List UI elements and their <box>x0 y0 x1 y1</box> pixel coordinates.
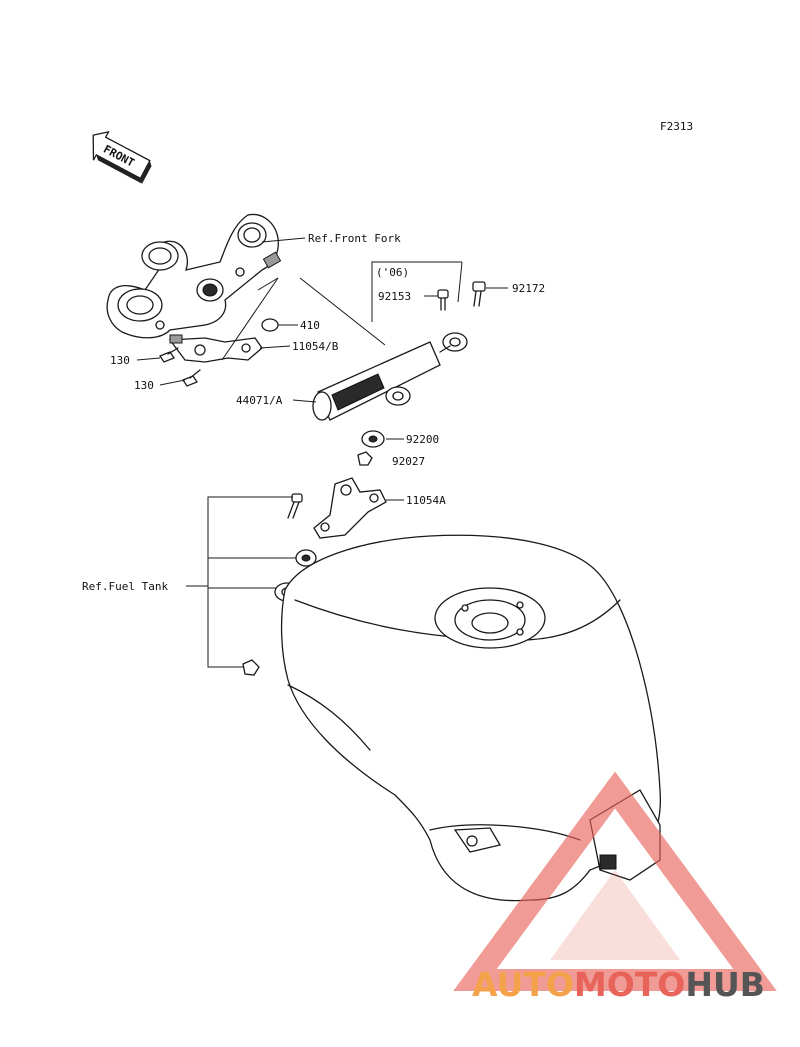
label-410: 410 <box>300 319 320 332</box>
label-92153: 92153 <box>378 290 411 303</box>
figure-code: F2313 <box>660 120 693 133</box>
watermark-part-auto: AUTO <box>472 965 574 1004</box>
watermark-part-hub: HUB <box>685 965 765 1004</box>
label-92172: 92172 <box>512 282 545 295</box>
label-ref-fuel-tank: Ref.Fuel Tank <box>82 580 168 593</box>
fuel-tank-bolt <box>287 493 303 519</box>
label-ref-front-fork: Ref.Front Fork <box>308 232 401 245</box>
bolt-92172 <box>472 281 486 307</box>
bolt-130-lower <box>182 369 201 387</box>
tank-mount-nut <box>242 659 260 676</box>
bracket-11054b <box>168 334 263 363</box>
front-direction-arrow: FRONT <box>92 130 152 184</box>
watermark-logo <box>453 771 777 991</box>
watermark-text: AUTOMOTOHUB <box>472 965 765 1004</box>
washer-410 <box>261 318 279 332</box>
label-11054a: 11054A <box>406 494 446 507</box>
label-44071a: 44071/A <box>236 394 283 407</box>
label-11054b: 11054/B <box>292 340 339 353</box>
nut-92027 <box>357 451 373 466</box>
label-130-upper: 130 <box>110 354 130 367</box>
bracket-11054a <box>313 477 387 539</box>
upper-triple-clamp <box>106 213 282 339</box>
label-92027: 92027 <box>392 455 425 468</box>
label-year-note: ('06) <box>376 266 409 279</box>
fuel-tank <box>280 534 661 902</box>
label-130-lower: 130 <box>134 379 154 392</box>
watermark-part-moto: MOTO <box>574 965 685 1004</box>
steering-damper-44071a <box>312 332 468 421</box>
label-92200: 92200 <box>406 433 439 446</box>
bolt-130-upper <box>159 347 179 363</box>
bolt-92153 <box>437 289 449 311</box>
